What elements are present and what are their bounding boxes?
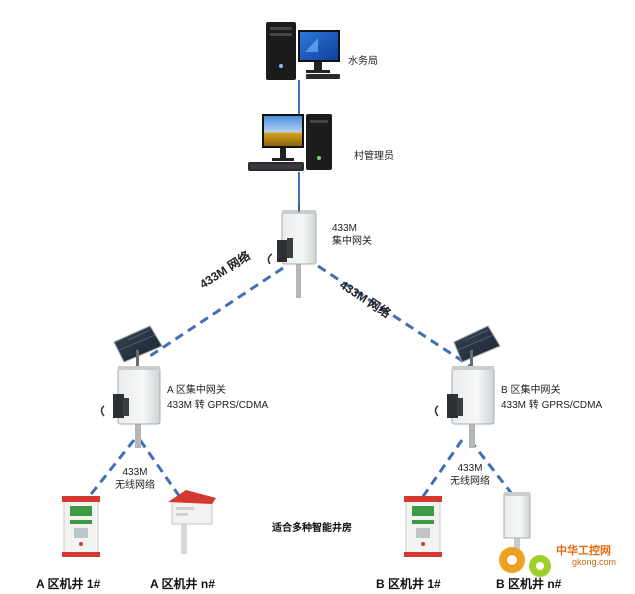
well-box-bn-icon xyxy=(503,492,531,558)
watermark-url: gkong.com xyxy=(572,557,617,567)
link-trunk-right xyxy=(317,264,471,368)
link-b-well1 xyxy=(420,439,464,499)
label-gateway-a: A 区集中网关 433M 转 GPRS/CDMA xyxy=(167,385,269,411)
central-gateway-icon xyxy=(267,205,317,298)
link-a-well1 xyxy=(86,439,136,499)
gateway-b-icon xyxy=(434,325,501,448)
label-well-an: A 区机井 n# xyxy=(150,577,215,591)
well-box-an-icon xyxy=(168,490,216,554)
link-a-welln xyxy=(138,439,184,501)
label-well-bn: B 区机井 n# xyxy=(496,577,562,591)
link-trunk-left xyxy=(149,266,284,358)
workstation-pc-icon xyxy=(248,114,332,171)
label-gateway-b: B 区集中网关 433M 转 GPRS/CDMA xyxy=(501,385,603,411)
gateway-a-icon xyxy=(100,325,163,448)
label-well-a1: A 区机井 1# xyxy=(36,577,101,591)
gear-logo-icon xyxy=(499,547,551,577)
label-well-b1: B 区机井 1# xyxy=(376,577,441,591)
well-cabinet-b1-icon xyxy=(404,496,442,557)
watermark-name: 中华工控网 xyxy=(556,545,611,557)
desktop-pc-icon xyxy=(266,22,340,80)
label-note: 适合多种智能井房 xyxy=(272,523,352,534)
label-water-bureau: 水务局 xyxy=(348,56,378,67)
label-wireless-b: 433M 无线网络 xyxy=(450,463,490,487)
well-cabinet-a1-icon xyxy=(62,496,100,557)
label-central-gateway: 433M 集中网关 xyxy=(332,223,372,247)
label-village-admin: 村管理员 xyxy=(354,151,394,162)
link-b-welln xyxy=(468,439,514,495)
label-wireless-a: 433M 无线网络 xyxy=(115,467,155,491)
